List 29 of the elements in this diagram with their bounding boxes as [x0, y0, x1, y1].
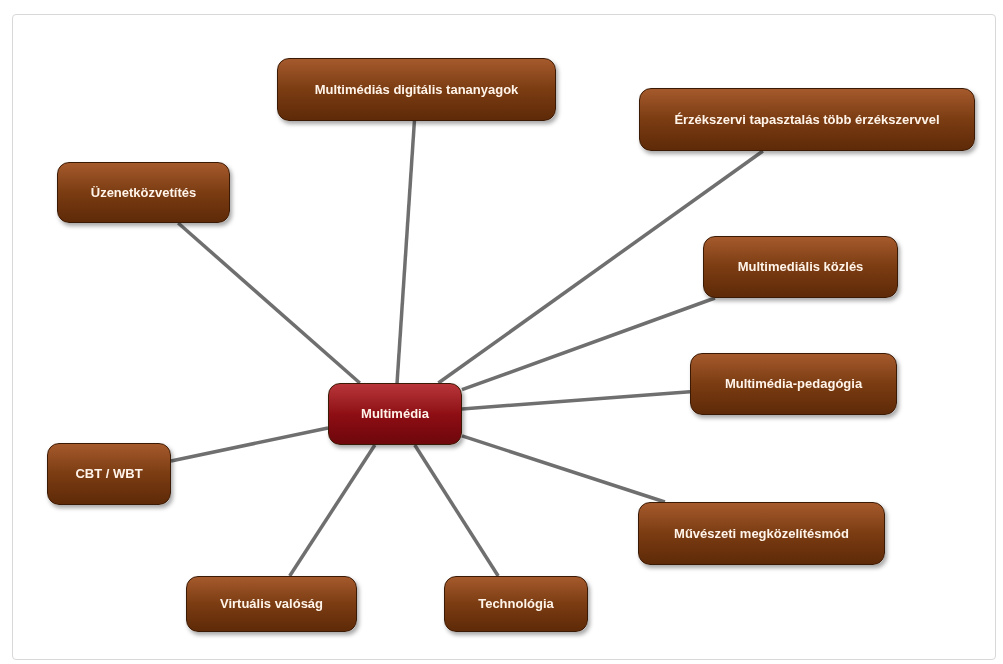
- connector-line: [288, 444, 377, 577]
- connector-line: [461, 390, 691, 411]
- topic-text: CBT / WBT: [75, 465, 143, 484]
- topic-text: Üzenetközvetítés: [90, 183, 197, 202]
- connector-line: [437, 149, 764, 385]
- topic-box: [277, 58, 556, 121]
- topic-box: [639, 88, 975, 151]
- connector-line: [176, 221, 361, 385]
- topic-text: Multimediális közlés: [737, 258, 864, 277]
- topic-box: [57, 162, 230, 223]
- topic-text: Multimédia: [361, 405, 429, 424]
- topic-box: [703, 236, 898, 298]
- topic-text: Multimédia-pedagógia: [724, 375, 863, 394]
- topic-box: [690, 353, 897, 415]
- topic-text: Művészeti megközelítésmód: [674, 524, 849, 543]
- central-topic-box: [328, 383, 462, 445]
- topic-box: [444, 576, 588, 632]
- topic-text: Virtuális valóság: [219, 595, 324, 614]
- connector-line: [170, 426, 329, 463]
- topic-text: Technológia: [478, 595, 554, 614]
- topic-box: [186, 576, 357, 632]
- connector-line: [395, 120, 417, 384]
- topic-box: [638, 502, 885, 565]
- connector-line: [461, 296, 716, 392]
- topic-text: Multimédiás digitális tananyagok: [314, 80, 519, 99]
- topic-box: [47, 443, 171, 505]
- connector-line: [413, 444, 500, 577]
- connector-line: [461, 434, 666, 504]
- topic-text: Érzékszervi tapasztalás több érzékszervvel: [674, 110, 940, 129]
